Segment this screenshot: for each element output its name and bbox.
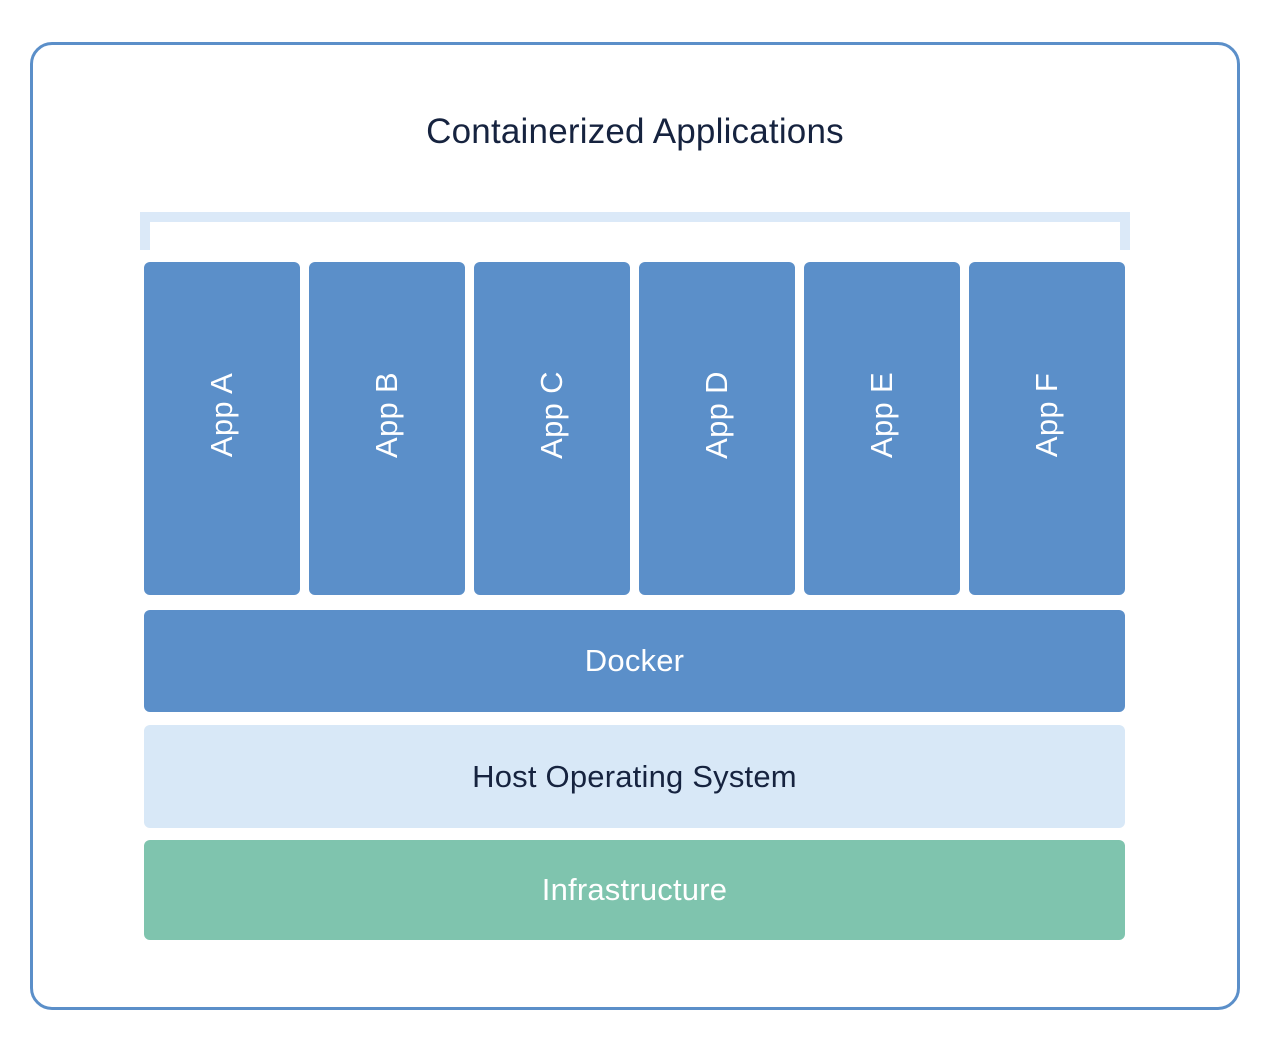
app-box-label: App E [863,371,899,458]
app-box-a[interactable]: App A [144,262,300,595]
application-container-row: App A App B App C App D App E App F [144,262,1125,595]
app-box-label: App D [698,370,734,459]
app-box-label: App A [204,372,239,457]
page-title: Containerized Applications [426,112,844,151]
layer-bar-infrastructure[interactable]: Infrastructure [144,840,1125,940]
app-box-label: App C [533,370,569,459]
app-box-label: App F [1029,372,1064,457]
app-box-b[interactable]: App B [309,262,465,595]
diagram-outer-frame [30,42,1240,1010]
app-box-f[interactable]: App F [969,262,1125,595]
app-box-c[interactable]: App C [474,262,630,595]
layer-bar-docker[interactable]: Docker [144,610,1125,712]
app-box-label: App B [368,371,404,458]
layer-bar-host-operating-system[interactable]: Host Operating System [144,725,1125,828]
app-box-d[interactable]: App D [639,262,795,595]
app-box-e[interactable]: App E [804,262,960,595]
